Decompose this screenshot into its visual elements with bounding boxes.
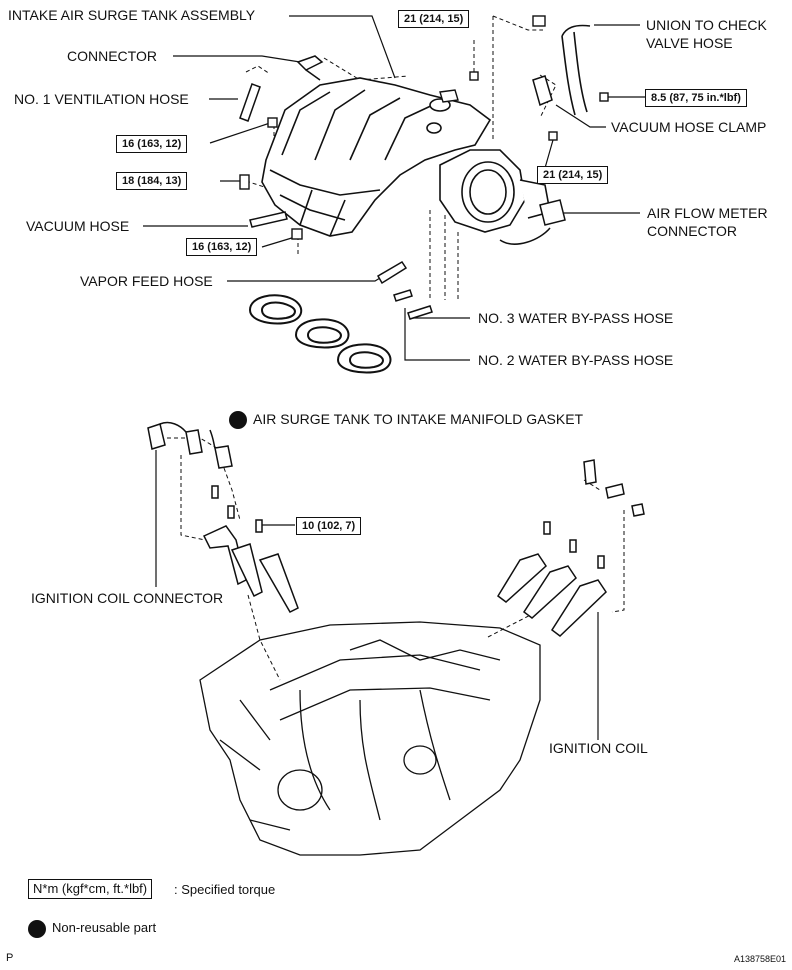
intake-surge-tank — [261, 77, 492, 237]
ign-connectors-right — [583, 459, 645, 517]
label-gasket-text: AIR SURGE TANK TO INTAKE MANIFOLD GASKET — [253, 411, 584, 427]
legend-nonreusable: Non-reusable part — [28, 919, 156, 938]
label-ign-connector: IGNITION COIL CONNECTOR — [31, 590, 224, 606]
legend-nonreusable-text: Non-reusable part — [52, 920, 157, 935]
label-union-line2: VALVE HOSE — [646, 35, 733, 51]
torque-box-t1: 21 (214, 15) — [398, 10, 470, 28]
gaskets — [248, 294, 392, 374]
torque-box-t5: 21 (214, 15) — [537, 166, 609, 184]
afm-connector-part — [499, 199, 566, 245]
leader-intake-tank — [289, 15, 396, 79]
label-afm-line1: AIR FLOW METER — [647, 205, 768, 221]
vacuum-hose-clamp — [532, 75, 553, 107]
torque-box-t6: 16 (163, 12) — [186, 238, 258, 256]
legend-torque-box: N*m (kgf*cm, ft.*lbf) — [28, 879, 153, 899]
label-vacuum-clamp: VACUUM HOSE CLAMP — [611, 119, 767, 135]
legend-torque-text: : Specified torque — [174, 882, 276, 897]
ignition-coils-right — [497, 521, 607, 637]
leader-torque-t3 — [209, 122, 271, 144]
leader-clamp — [555, 104, 606, 128]
label-vacuum-hose: VACUUM HOSE — [26, 218, 130, 234]
label-intake-tank: INTAKE AIR SURGE TANK ASSEMBLY — [8, 7, 256, 23]
water-hose-2 — [393, 289, 413, 302]
leader-torque-t6 — [261, 236, 296, 248]
nonreusable-dot-icon — [229, 411, 247, 430]
torque-box-t3: 16 (163, 12) — [116, 135, 188, 153]
leader-vapor — [227, 265, 401, 282]
leader-torque-t5 — [544, 139, 554, 169]
throttle-body — [439, 149, 551, 233]
label-afm-line2: CONNECTOR — [647, 223, 737, 239]
vacuum-hose-part — [249, 211, 288, 228]
legend-dot-icon — [28, 919, 46, 938]
label-union-line1: UNION TO CHECK — [646, 17, 767, 33]
footer-left: P — [6, 952, 14, 964]
ventilation-hose — [239, 83, 261, 122]
connector-part — [296, 55, 324, 81]
label-water3: NO. 3 WATER BY-PASS HOSE — [478, 310, 674, 326]
ignition-coils-left — [202, 485, 299, 613]
water-hose-3 — [407, 305, 433, 320]
label-vapor-hose: VAPOR FEED HOSE — [80, 273, 213, 289]
engine-block — [199, 621, 541, 856]
footer-code: A138758E01 — [734, 954, 787, 964]
ign-connectors-left — [147, 421, 233, 469]
union-hose — [561, 24, 591, 116]
label-ign-coil: IGNITION COIL — [549, 740, 648, 756]
label-vent-hose: NO. 1 VENTILATION HOSE — [14, 91, 189, 107]
label-gasket: AIR SURGE TANK TO INTAKE MANIFOLD GASKET — [229, 411, 584, 430]
vapor-hose-part — [376, 260, 408, 285]
torque-box-t7: 10 (102, 7) — [296, 517, 362, 535]
leader-connector — [173, 55, 301, 63]
torque-box-t2: 8.5 (87, 75 in.*lbf) — [645, 89, 747, 107]
label-water2: NO. 2 WATER BY-PASS HOSE — [478, 352, 674, 368]
label-connector: CONNECTOR — [67, 48, 157, 64]
torque-box-t4: 18 (184, 13) — [116, 172, 188, 190]
leader-water2 — [404, 308, 470, 361]
